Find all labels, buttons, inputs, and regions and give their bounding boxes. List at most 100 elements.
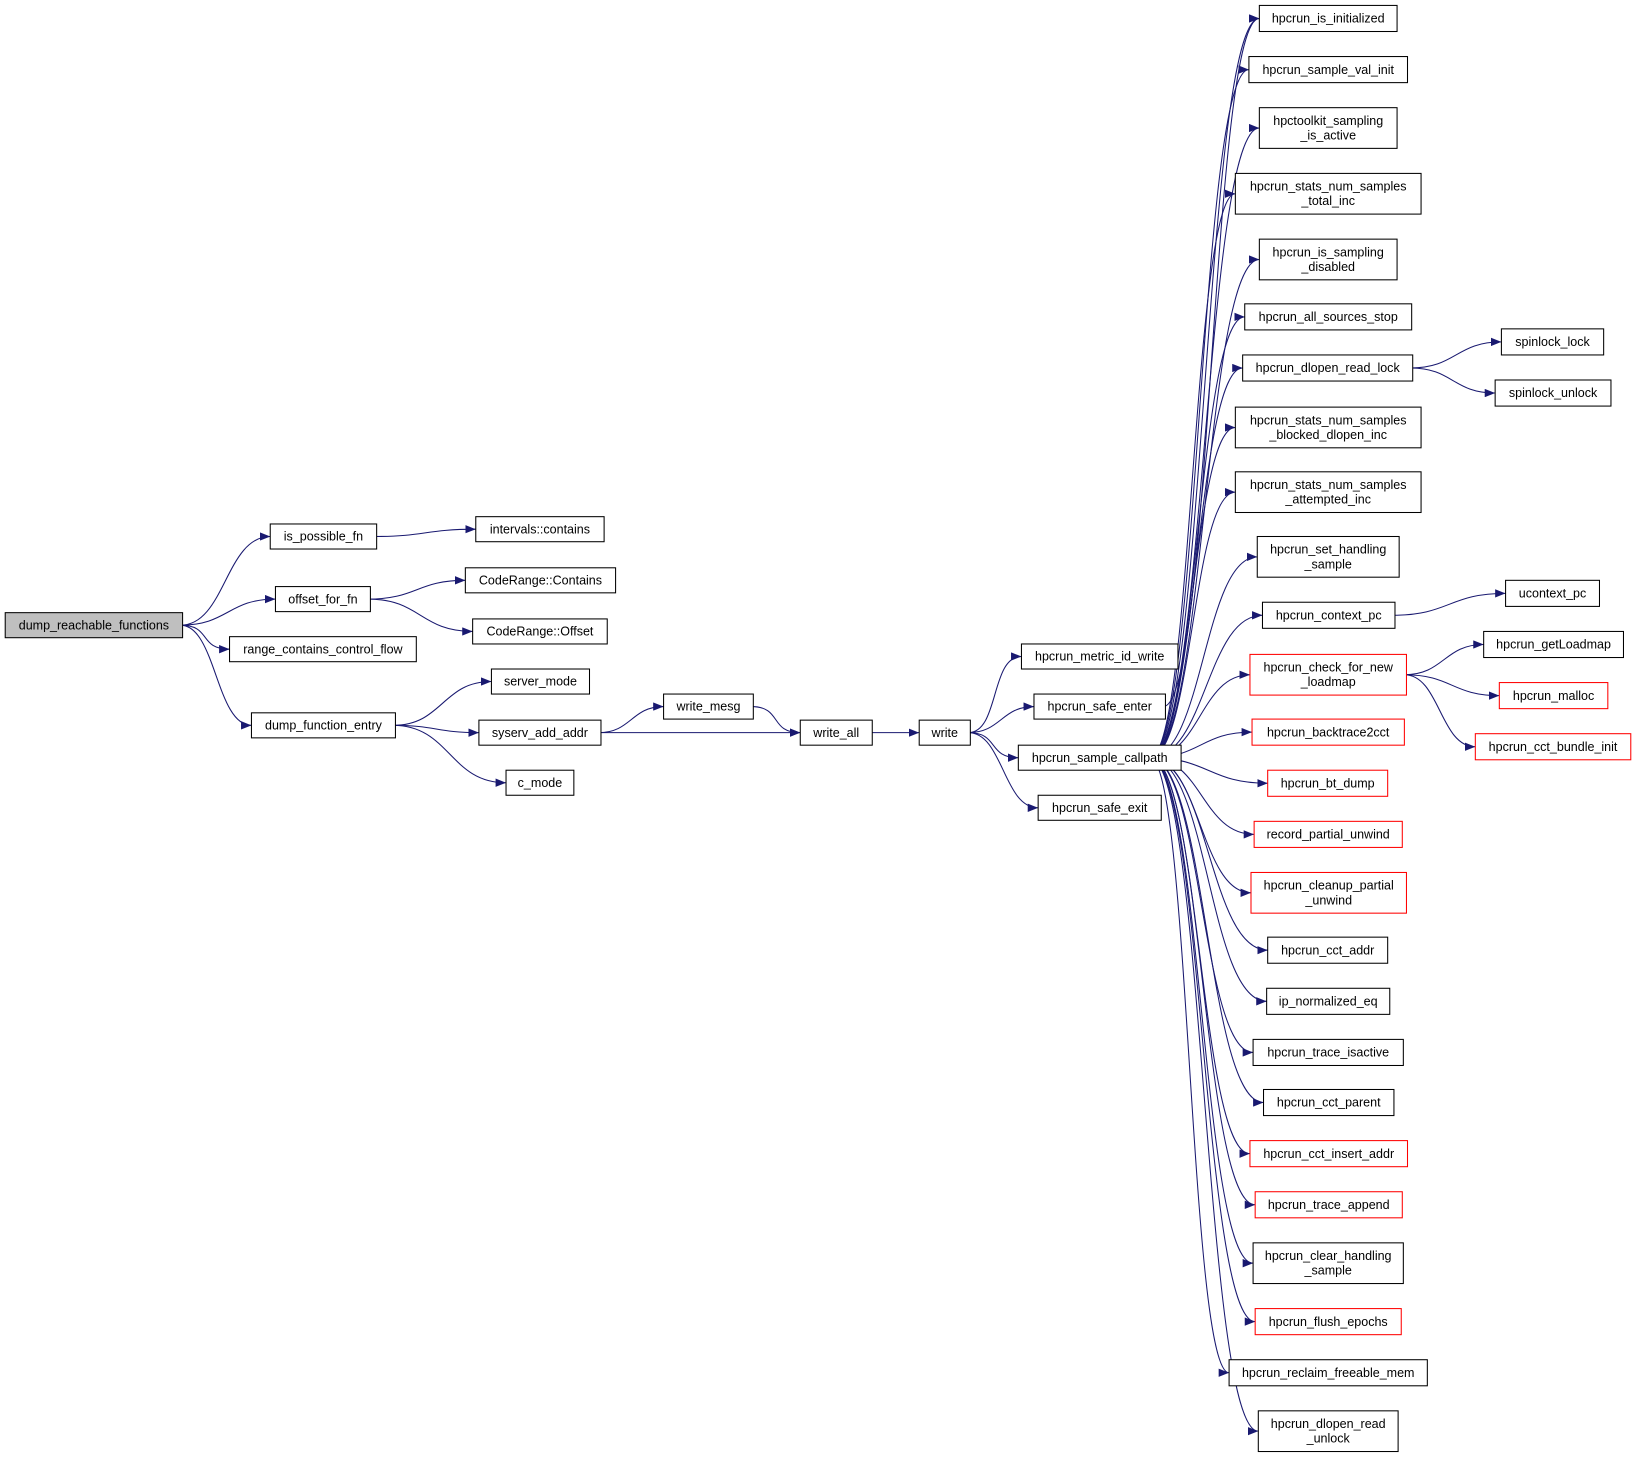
node-hpcrun_safe_enter[interactable]: hpcrun_safe_enter (1033, 693, 1166, 720)
node-hpcrun_cct_parent[interactable]: hpcrun_cct_parent (1262, 1088, 1395, 1117)
node-hpcrun_check_for_new_loadmap[interactable]: hpcrun_check_for_new_loadmap (1249, 653, 1407, 696)
node-record_partial_unwind[interactable]: record_partial_unwind (1253, 820, 1403, 848)
edges-layer (180, 14, 1506, 1436)
node-c_mode[interactable]: c_mode (505, 769, 575, 796)
node-label: _sample (1304, 557, 1352, 571)
node-is_possible_fn[interactable]: is_possible_fn (269, 523, 378, 550)
node-box (1254, 1308, 1402, 1336)
node-label: hpcrun_set_handling (1270, 543, 1386, 557)
call-edge-is_possible_fn-to-intervals_contains (374, 525, 476, 538)
node-hpctoolkit_sampling_is_active[interactable]: hpctoolkit_sampling_is_active (1258, 107, 1398, 149)
call-edge-hpcrun_sample_callpath-to-hpcrun_is_initialized (1149, 14, 1260, 759)
node-label: range_contains_control_flow (243, 642, 403, 656)
node-box (1257, 1410, 1399, 1453)
node-intervals_contains[interactable]: intervals::contains (475, 516, 605, 543)
call-edge-hpcrun_sample_callpath-to-hpcrun_flush_epochs (1149, 757, 1256, 1326)
node-box (1261, 601, 1396, 629)
node-hpcrun_safe_exit[interactable]: hpcrun_safe_exit (1037, 794, 1162, 821)
node-hpcrun_cct_insert_addr[interactable]: hpcrun_cct_insert_addr (1249, 1140, 1409, 1168)
node-box (274, 586, 371, 613)
node-box (1267, 936, 1389, 964)
node-label: hpcrun_stats_num_samples (1250, 478, 1407, 492)
node-hpcrun_cct_bundle_init[interactable]: hpcrun_cct_bundle_init (1474, 733, 1632, 761)
node-write_all[interactable]: write_all (799, 719, 873, 746)
node-hpcrun_cct_addr[interactable]: hpcrun_cct_addr (1267, 936, 1389, 964)
node-label: _attempted_inc (1284, 493, 1371, 507)
node-label: _sample (1304, 1264, 1352, 1278)
node-label: dump_function_entry (265, 719, 383, 733)
call-edge-hpcrun_check_for_new_loadmap-to-hpcrun_cct_bundle_init (1404, 674, 1476, 751)
node-label: write (931, 726, 958, 740)
call-edge-hpcrun_context_pc-to-ucontext_pc (1392, 589, 1506, 616)
node-hpcrun_trace_isactive[interactable]: hpcrun_trace_isactive (1252, 1038, 1404, 1067)
node-hpcrun_trace_append[interactable]: hpcrun_trace_append (1254, 1191, 1403, 1219)
node-label: _is_active (1299, 128, 1356, 142)
node-label: hpcrun_cleanup_partial (1264, 879, 1394, 893)
node-box (1253, 820, 1403, 848)
node-coderange_offset[interactable]: CodeRange::Offset (472, 618, 608, 645)
node-hpcrun_all_sources_stop[interactable]: hpcrun_all_sources_stop (1244, 303, 1413, 331)
node-box (490, 668, 591, 695)
node-label: hpcrun_safe_exit (1052, 801, 1148, 815)
node-server_mode[interactable]: server_mode (490, 668, 591, 695)
node-box (1258, 238, 1398, 281)
node-hpcrun_stats_num_samples_total_inc[interactable]: hpcrun_stats_num_samples_total_inc (1234, 172, 1422, 215)
node-hpcrun_is_sampling_disabled[interactable]: hpcrun_is_sampling_disabled (1258, 238, 1398, 281)
call-edge-hpcrun_sample_callpath-to-hpcrun_stats_num_samples_blocked_dlopen_inc (1149, 423, 1236, 759)
node-hpcrun_bt_dump[interactable]: hpcrun_bt_dump (1267, 769, 1389, 797)
node-label: hpcrun_flush_epochs (1269, 1315, 1388, 1329)
node-hpcrun_stats_num_samples_attempted_inc[interactable]: hpcrun_stats_num_samples_attempted_inc (1234, 471, 1422, 514)
node-label: hpcrun_safe_enter (1048, 700, 1152, 714)
node-write_mesg[interactable]: write_mesg (663, 693, 754, 720)
call-edge-write_mesg-to-write_all (751, 706, 801, 737)
node-hpcrun_sample_callpath[interactable]: hpcrun_sample_callpath (1017, 744, 1182, 771)
node-label: hpcrun_cct_addr (1281, 943, 1374, 957)
node-box (1228, 1359, 1428, 1387)
node-hpcrun_cleanup_partial_unwind[interactable]: hpcrun_cleanup_partial_unwind (1250, 871, 1407, 914)
node-hpcrun_is_initialized[interactable]: hpcrun_is_initialized (1258, 4, 1398, 33)
node-box (1017, 744, 1182, 771)
node-hpcrun_clear_handling_sample[interactable]: hpcrun_clear_handling_sample (1252, 1242, 1404, 1285)
node-box (918, 719, 971, 746)
node-syserv_add_addr[interactable]: syserv_add_addr (478, 719, 602, 746)
node-hpcrun_dlopen_read_unlock[interactable]: hpcrun_dlopen_read_unlock (1257, 1410, 1399, 1453)
node-label: hpcrun_sample_val_init (1262, 63, 1394, 77)
node-label: hpcrun_cct_bundle_init (1489, 740, 1618, 754)
node-dump_function_entry[interactable]: dump_function_entry (250, 712, 396, 739)
node-hpcrun_flush_epochs[interactable]: hpcrun_flush_epochs (1254, 1308, 1402, 1336)
node-write[interactable]: write (918, 719, 971, 746)
call-edge-write-to-hpcrun_sample_callpath (968, 732, 1019, 762)
node-hpcrun_getLoadmap[interactable]: hpcrun_getLoadmap (1483, 630, 1625, 659)
call-edge-dump_reachable_functions-to-dump_function_entry (180, 624, 252, 730)
node-box (1266, 987, 1391, 1015)
node-label: server_mode (504, 675, 577, 689)
node-ip_normalized_eq[interactable]: ip_normalized_eq (1266, 987, 1391, 1015)
node-offset_for_fn[interactable]: offset_for_fn (274, 586, 371, 613)
node-hpcrun_context_pc[interactable]: hpcrun_context_pc (1261, 601, 1396, 629)
node-hpcrun_dlopen_read_lock[interactable]: hpcrun_dlopen_read_lock (1242, 354, 1414, 382)
node-range_contains_control_flow[interactable]: range_contains_control_flow (229, 636, 417, 663)
node-hpcrun_malloc[interactable]: hpcrun_malloc (1498, 682, 1609, 710)
node-dump_reachable_functions[interactable]: dump_reachable_functions (4, 612, 184, 639)
node-spinlock_unlock[interactable]: spinlock_unlock (1494, 379, 1612, 407)
node-label: hpcrun_cct_insert_addr (1263, 1147, 1394, 1161)
node-box (1498, 682, 1609, 710)
node-label: hpcrun_sample_callpath (1032, 751, 1168, 765)
node-ucontext_pc[interactable]: ucontext_pc (1505, 579, 1601, 607)
node-hpcrun_backtrace2cct[interactable]: hpcrun_backtrace2cct (1251, 718, 1405, 746)
node-box (1244, 303, 1413, 331)
node-box (472, 618, 608, 645)
node-box (475, 516, 605, 543)
call-edge-dump_function_entry-to-c_mode (393, 724, 507, 787)
node-hpcrun_stats_num_samples_blocked_dlopen_inc[interactable]: hpcrun_stats_num_samples_blocked_dlopen_… (1234, 406, 1422, 449)
node-hpcrun_reclaim_freeable_mem[interactable]: hpcrun_reclaim_freeable_mem (1228, 1359, 1428, 1387)
node-box (4, 612, 184, 639)
node-hpcrun_set_handling_sample[interactable]: hpcrun_set_handling_sample (1256, 535, 1400, 578)
node-spinlock_lock[interactable]: spinlock_lock (1500, 328, 1605, 356)
node-label: hpctoolkit_sampling (1273, 114, 1383, 128)
node-coderange_contains[interactable]: CodeRange::Contains (464, 567, 617, 594)
nodes-layer: dump_reachable_functions is_possible_fn in… (4, 4, 1632, 1453)
node-hpcrun_sample_val_init[interactable]: hpcrun_sample_val_init (1248, 56, 1409, 84)
node-hpcrun_metric_id_write[interactable]: hpcrun_metric_id_write (1020, 643, 1179, 670)
